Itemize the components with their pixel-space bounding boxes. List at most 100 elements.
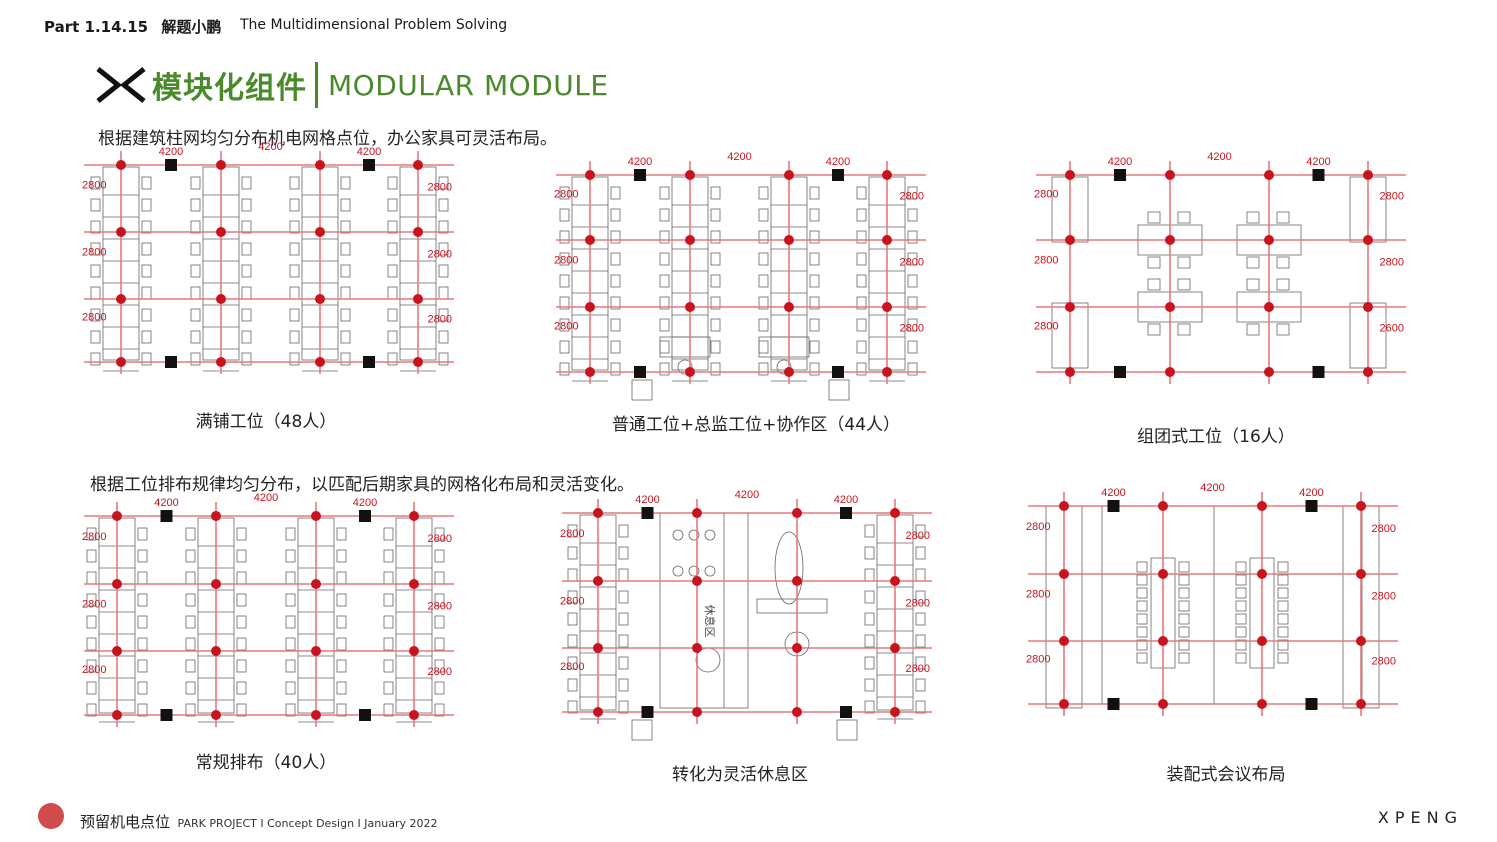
chair-icon — [141, 264, 152, 278]
mep-point — [211, 511, 221, 521]
footer-marker-icon — [38, 803, 64, 829]
chair-icon — [610, 362, 621, 376]
chair-icon — [190, 176, 201, 190]
chair-icon — [559, 340, 570, 354]
plan-1-points — [116, 160, 423, 367]
chair-icon — [141, 286, 152, 300]
dim-top-label: 4200 — [1207, 151, 1231, 163]
chair-icon — [141, 242, 152, 256]
chair-icon — [907, 340, 918, 354]
chair-icon — [289, 242, 300, 256]
mep-point — [784, 170, 794, 180]
chair-icon — [236, 571, 247, 585]
dim-top-label: 4200 — [834, 494, 858, 506]
chair-icon — [336, 659, 347, 673]
chair-icon — [1235, 587, 1247, 599]
chair-icon — [285, 703, 296, 717]
mep-point — [211, 710, 221, 720]
mep-point — [112, 579, 122, 589]
header-subtitle: The Multidimensional Problem Solving — [240, 17, 508, 33]
chair-icon — [236, 637, 247, 651]
chair-icon — [336, 637, 347, 651]
chair-icon — [618, 612, 629, 626]
chair-icon — [336, 571, 347, 585]
mep-point — [585, 302, 595, 312]
dim-left-label: 2800 — [82, 599, 106, 611]
chair-icon — [567, 678, 578, 692]
mep-point — [1165, 170, 1175, 180]
chair-icon — [285, 549, 296, 563]
mep-point — [1363, 367, 1373, 377]
chair-icon — [758, 208, 769, 222]
mep-point — [409, 579, 419, 589]
chair-icon — [610, 208, 621, 222]
chair-icon — [336, 549, 347, 563]
chair-icon — [241, 352, 252, 366]
mep-point — [1363, 302, 1373, 312]
chair-icon — [856, 318, 867, 332]
mep-point — [593, 576, 603, 586]
stool-icon — [704, 565, 716, 577]
mep-point — [409, 710, 419, 720]
mep-point — [413, 357, 423, 367]
chair-icon — [559, 296, 570, 310]
chair-icon — [241, 264, 252, 278]
chair-icon — [190, 330, 201, 344]
chair-icon — [915, 568, 926, 582]
chair-icon — [438, 176, 449, 190]
chair-icon — [340, 352, 351, 366]
mep-point — [692, 576, 702, 586]
structural-column — [1114, 169, 1126, 181]
chair-icon — [141, 176, 152, 190]
chair-icon — [185, 703, 196, 717]
chair-icon — [559, 362, 570, 376]
chair-icon — [1246, 323, 1260, 336]
armchair-icon — [631, 379, 653, 401]
mep-point — [116, 227, 126, 237]
chair-icon — [1178, 613, 1190, 625]
chair-icon — [915, 678, 926, 692]
chair-icon — [567, 568, 578, 582]
note-row1: 根据建筑柱网均匀分布机电网格点位，办公家具可灵活布局。 — [98, 129, 557, 149]
chair-icon — [137, 593, 148, 607]
chair-icon — [1178, 561, 1190, 573]
mep-point — [890, 643, 900, 653]
chair-icon — [86, 703, 97, 717]
mep-point — [1165, 302, 1175, 312]
chair-icon — [190, 198, 201, 212]
chair-icon — [434, 571, 445, 585]
mep-point — [1264, 302, 1274, 312]
chair-icon — [1147, 211, 1161, 224]
chair-icon — [340, 198, 351, 212]
dim-top-label: 4200 — [353, 497, 377, 509]
chair-icon — [438, 308, 449, 322]
dim-right-label: 2800 — [428, 314, 452, 326]
chair-icon — [86, 615, 97, 629]
chair-icon — [285, 615, 296, 629]
mep-point — [1257, 501, 1267, 511]
chair-icon — [1147, 256, 1161, 269]
chair-icon — [86, 681, 97, 695]
structural-column — [1305, 500, 1318, 512]
dim-right-label: 2800 — [428, 249, 452, 261]
mep-point — [1257, 636, 1267, 646]
chair-icon — [86, 659, 97, 673]
stool-icon — [672, 565, 684, 577]
mep-point — [685, 235, 695, 245]
chair-icon — [1136, 600, 1148, 612]
chair-icon — [1136, 587, 1148, 599]
chair-icon — [438, 264, 449, 278]
chair-icon — [710, 362, 721, 376]
mep-point — [792, 508, 802, 518]
chair-icon — [90, 352, 101, 366]
chair-icon — [90, 286, 101, 300]
chair-icon — [137, 681, 148, 695]
chair-icon — [559, 274, 570, 288]
mep-point — [1059, 569, 1069, 579]
chair-icon — [864, 546, 875, 560]
chair-icon — [387, 352, 398, 366]
chair-icon — [610, 296, 621, 310]
dim-left-label: 2800 — [1026, 589, 1050, 601]
